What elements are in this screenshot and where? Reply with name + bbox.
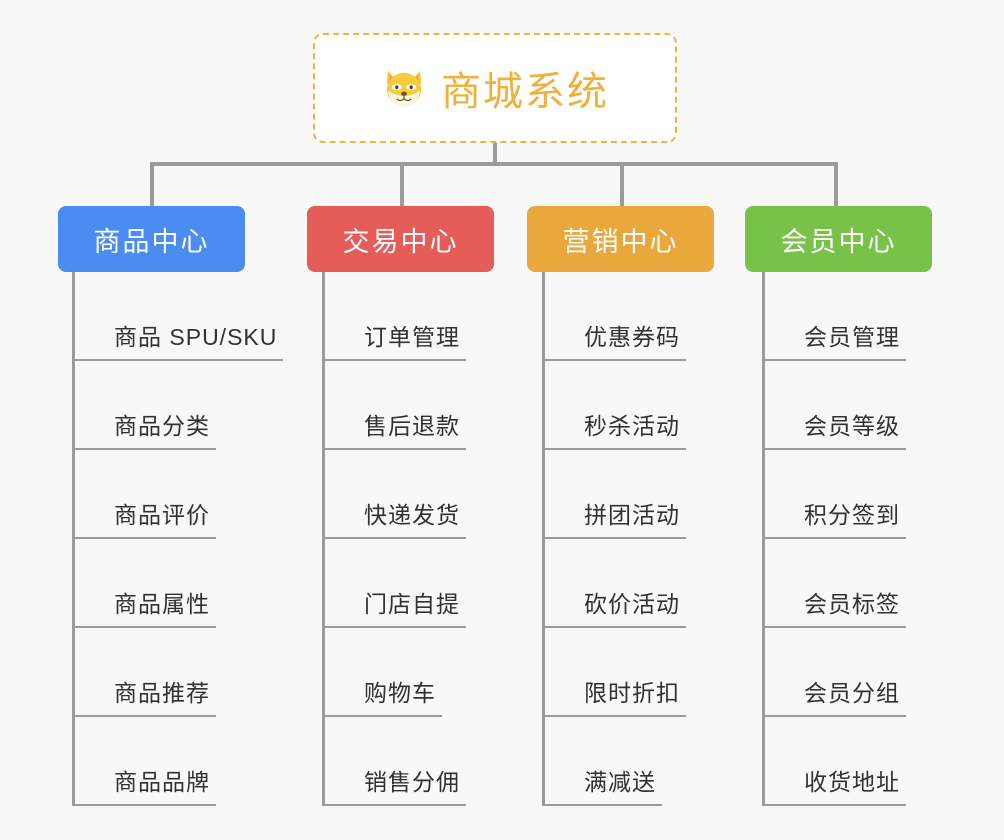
list-item[interactable]: 满减送 [542,717,686,806]
leaf-label: 会员等级 [762,407,906,450]
root-title: 商城系统 [441,70,609,114]
list-item[interactable]: 收货地址 [762,717,906,806]
branch-label: 会员中心 [780,226,897,257]
list-item[interactable]: 砍价活动 [542,539,686,628]
leaf-label: 满减送 [542,763,662,806]
branch-box-1[interactable]: 商品中心 [58,206,245,272]
leaf-label: 会员分组 [762,674,906,717]
list-item[interactable]: 售后退款 [322,361,466,450]
connector-drop-1 [150,162,154,208]
branch-trunk [322,272,325,806]
list-item[interactable]: 会员管理 [762,272,906,361]
list-item[interactable]: 积分签到 [762,450,906,539]
leaf-label: 商品 SPU/SKU [72,318,284,361]
branch-column-1: 商品 SPU/SKU 商品分类 商品评价 商品属性 商品推荐 商品品牌 [72,272,284,806]
leaf-label: 商品品牌 [72,763,216,806]
list-item[interactable]: 商品分类 [72,361,283,450]
leaf-label: 订单管理 [322,318,466,361]
list-item[interactable]: 快递发货 [322,450,466,539]
branch-column-4: 会员管理 会员等级 积分签到 会员标签 会员分组 收货地址 [762,272,906,806]
leaf-label: 商品分类 [72,407,216,450]
leaf-label: 售后退款 [322,407,466,450]
list-item[interactable]: 商品品牌 [72,717,283,806]
list-item[interactable]: 秒杀活动 [542,361,686,450]
connector-drop-2 [400,162,404,208]
connector-drop-4 [834,162,838,208]
list-item[interactable]: 商品 SPU/SKU [72,272,284,361]
leaf-label: 快递发货 [322,496,466,539]
list-item[interactable]: 会员标签 [762,539,906,628]
list-item[interactable]: 商品属性 [72,539,283,628]
leaf-label: 收货地址 [762,763,906,806]
branch-trunk [542,272,545,806]
leaf-label: 秒杀活动 [542,407,686,450]
leaf-label: 商品推荐 [72,674,216,717]
leaf-label: 优惠券码 [542,318,686,361]
list-item[interactable]: 会员分组 [762,628,906,717]
root-node[interactable]: 商城系统 [313,33,677,143]
branch-column-2: 订单管理 售后退款 快递发货 门店自提 购物车 销售分佣 [322,272,466,806]
branch-box-3[interactable]: 营销中心 [527,206,714,272]
leaf-label: 商品属性 [72,585,216,628]
branch-column-3: 优惠券码 秒杀活动 拼团活动 砍价活动 限时折扣 满减送 [542,272,686,806]
branch-label: 营销中心 [562,226,679,257]
leaf-label: 积分签到 [762,496,906,539]
connector-horizontal-bus [150,162,838,166]
branch-label: 交易中心 [342,226,459,257]
list-item[interactable]: 商品评价 [72,450,283,539]
leaf-label: 拼团活动 [542,496,686,539]
branch-box-4[interactable]: 会员中心 [745,206,932,272]
leaf-label: 会员管理 [762,318,906,361]
list-item[interactable]: 优惠券码 [542,272,686,361]
list-item[interactable]: 购物车 [322,628,466,717]
branch-trunk [72,272,75,806]
list-item[interactable]: 会员等级 [762,361,906,450]
dog-face-icon [381,65,427,111]
leaf-label: 商品评价 [72,496,216,539]
leaf-label: 砍价活动 [542,585,686,628]
list-item[interactable]: 限时折扣 [542,628,686,717]
list-item[interactable]: 门店自提 [322,539,466,628]
list-item[interactable]: 销售分佣 [322,717,466,806]
leaf-label: 会员标签 [762,585,906,628]
branch-box-2[interactable]: 交易中心 [307,206,494,272]
branch-label: 商品中心 [93,226,210,257]
list-item[interactable]: 拼团活动 [542,450,686,539]
branch-trunk [762,272,765,806]
leaf-label: 购物车 [322,674,442,717]
connector-root-stem [493,143,497,164]
connector-drop-3 [620,162,624,208]
list-item[interactable]: 商品推荐 [72,628,283,717]
list-item[interactable]: 订单管理 [322,272,466,361]
leaf-label: 限时折扣 [542,674,686,717]
leaf-label: 门店自提 [322,585,466,628]
leaf-label: 销售分佣 [322,763,466,806]
